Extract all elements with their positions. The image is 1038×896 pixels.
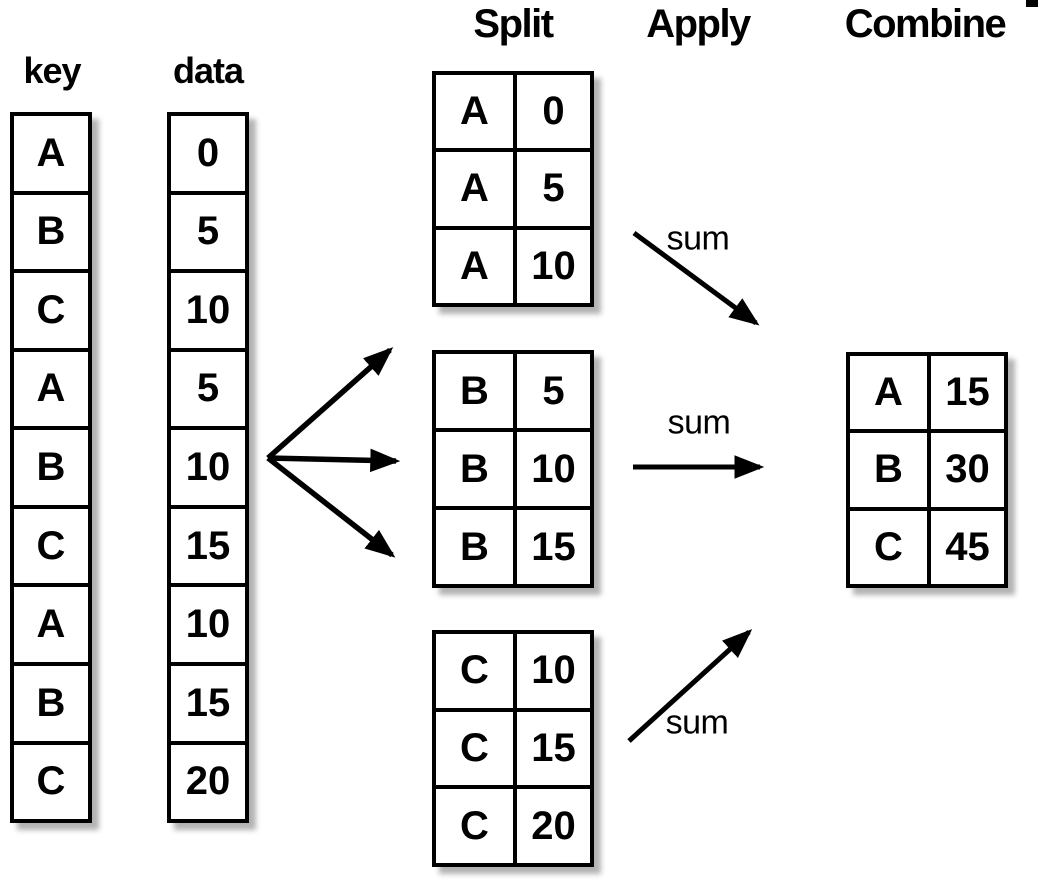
data-cell: 5 bbox=[171, 347, 245, 427]
table-cell: A bbox=[460, 89, 489, 134]
table-cell: 15 bbox=[513, 707, 590, 786]
table-cell: 45 bbox=[927, 506, 1004, 584]
table-cell: 10 bbox=[513, 634, 590, 708]
table-cell: 30 bbox=[927, 429, 1004, 507]
table-cell: C bbox=[460, 648, 489, 693]
table-cell: A bbox=[436, 225, 513, 303]
key-column: A B C A B C A B C bbox=[10, 112, 92, 823]
table-cell: B bbox=[460, 368, 489, 413]
key-cell: A bbox=[36, 130, 66, 175]
combine-stage-title: Combine bbox=[844, 2, 1007, 46]
split-fanout-arrows bbox=[266, 347, 401, 558]
key-cell: B bbox=[14, 661, 88, 741]
sum-arrow-a bbox=[632, 230, 760, 326]
key-column-header: key bbox=[23, 50, 81, 91]
split-arrow-to-c bbox=[266, 455, 396, 558]
data-column: 0 5 10 5 10 15 10 15 20 bbox=[167, 112, 249, 823]
table-cell: A bbox=[436, 148, 513, 225]
sum-arrow-c bbox=[627, 629, 753, 743]
table-cell: B bbox=[850, 429, 927, 506]
table-cell: 20 bbox=[513, 785, 590, 863]
key-cell: B bbox=[14, 190, 88, 270]
combine-table: A 15 B 30 C 45 bbox=[846, 352, 1008, 588]
split-arrow-to-a bbox=[266, 347, 394, 461]
split-table-group-b: B 5 B 10 B 15 bbox=[432, 350, 594, 588]
table-cell: 15 bbox=[927, 356, 1004, 430]
key-cell: A bbox=[14, 583, 88, 662]
sum-label-a: sum bbox=[666, 219, 730, 258]
table-cell: 0 bbox=[513, 75, 590, 149]
key-cell: B bbox=[14, 426, 88, 505]
table-cell: 10 bbox=[513, 225, 590, 303]
table-cell: C bbox=[436, 707, 513, 786]
data-column-header: data bbox=[172, 50, 244, 91]
data-cell: 10 bbox=[171, 583, 245, 662]
split-table-group-c: C 10 C 15 C 20 bbox=[432, 630, 594, 867]
split-arrow-to-b bbox=[267, 448, 401, 473]
table-cell: C bbox=[436, 785, 513, 863]
table-cell: 10 bbox=[513, 428, 590, 506]
sum-label-b: sum bbox=[667, 403, 731, 442]
sum-label-c: sum bbox=[665, 703, 729, 742]
split-table-group-a: A 0 A 5 A 10 bbox=[432, 71, 594, 307]
table-cell: 5 bbox=[513, 148, 590, 226]
data-cell: 10 bbox=[171, 269, 245, 348]
corner-crop-artifact bbox=[1026, 0, 1038, 7]
table-cell: C bbox=[850, 506, 927, 584]
data-cell: 10 bbox=[171, 426, 245, 505]
split-stage-title: Split bbox=[473, 2, 554, 46]
key-cell: C bbox=[14, 504, 88, 584]
data-cell: 5 bbox=[171, 190, 245, 270]
key-cell: A bbox=[14, 347, 88, 427]
data-cell: 20 bbox=[171, 740, 245, 820]
data-cell: 0 bbox=[196, 130, 220, 175]
table-cell: 15 bbox=[513, 506, 590, 584]
table-cell: 5 bbox=[513, 354, 590, 428]
table-cell: A bbox=[874, 370, 903, 415]
key-cell: C bbox=[14, 269, 88, 348]
data-cell: 15 bbox=[171, 661, 245, 741]
data-cell: 15 bbox=[171, 504, 245, 584]
table-cell: B bbox=[436, 428, 513, 506]
apply-sum-arrows bbox=[627, 230, 765, 743]
table-cell: B bbox=[436, 506, 513, 584]
key-cell: C bbox=[14, 740, 88, 820]
apply-stage-title: Apply bbox=[646, 2, 751, 46]
